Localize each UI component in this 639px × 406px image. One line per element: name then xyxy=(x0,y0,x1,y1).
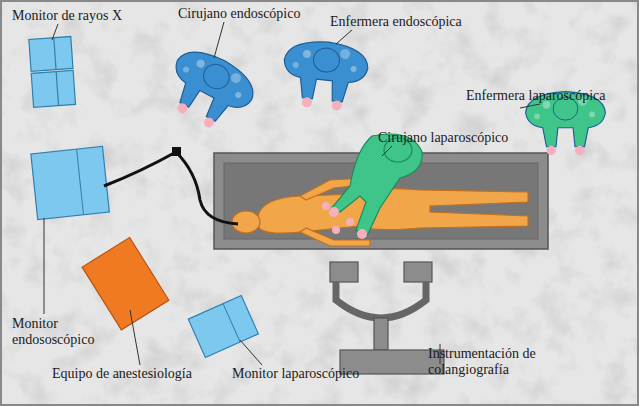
monitor-label: Monitor laparoscópico xyxy=(232,366,412,382)
xray-monitor-label: Monitor de rayos X xyxy=(12,8,162,24)
equipment-label: Equipo de anestesiología xyxy=(52,366,242,382)
monitor-label: Monitor endososcópico xyxy=(12,316,122,348)
laparoscopic-surgeon xyxy=(330,134,422,234)
endoscopic-monitor xyxy=(31,146,110,219)
xray-monitor xyxy=(29,37,76,108)
leader-line xyxy=(44,22,540,365)
endoscopic-nurse xyxy=(280,38,371,113)
surgeon-label: Cirujano laparoscópico xyxy=(378,130,548,146)
nurse-label: Enfermera laparoscópica xyxy=(466,88,634,104)
endoscope-cable xyxy=(104,152,238,224)
c-arm xyxy=(330,262,444,374)
surgeon-label: Cirujano endoscópico xyxy=(178,6,348,22)
endoscopic-surgeon xyxy=(156,41,262,140)
instrument-label: Instrumentación de colangiografía xyxy=(428,346,578,378)
nurse-label: Enfermera endoscópica xyxy=(330,14,510,30)
anesthesia-equipment xyxy=(82,237,169,329)
